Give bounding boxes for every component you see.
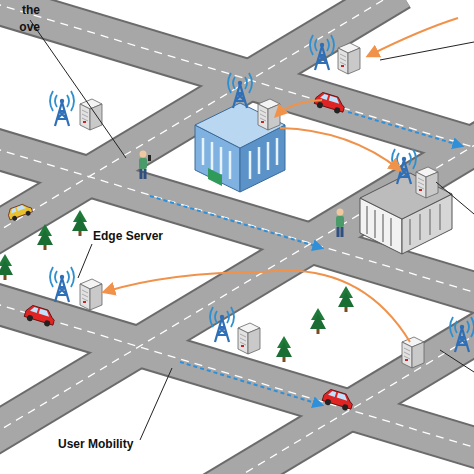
edge-server-box [80, 99, 102, 130]
base-stations [50, 35, 474, 368]
edge-server-box [338, 43, 360, 74]
people [139, 151, 344, 238]
migration-curves [104, 18, 458, 342]
lane-marking [0, 0, 474, 155]
leader-lines [30, 20, 474, 440]
leader-line [436, 182, 474, 214]
lane-marking [150, 320, 474, 474]
migration-curve [262, 270, 410, 342]
edge-server-box [80, 279, 102, 310]
base-station-tower [210, 307, 234, 342]
car [23, 304, 56, 328]
text-label: User Mobility [58, 436, 158, 453]
car [321, 388, 354, 412]
phone-user [139, 151, 147, 180]
road-surface [150, 320, 474, 474]
lane-marking [0, 0, 400, 242]
migration-arrow [104, 272, 262, 292]
mobility-arrow [348, 112, 462, 146]
mobility-arrow [150, 196, 322, 248]
edge-server-box [402, 337, 424, 368]
car [313, 91, 346, 115]
edge-server-box [416, 167, 438, 198]
lane-marking [0, 299, 474, 455]
edge-server-box [238, 323, 260, 354]
pedestrian [336, 209, 344, 238]
migration-arrow [276, 100, 322, 116]
text-label: the ove [8, 2, 40, 36]
migration-arrow [280, 128, 400, 170]
text-label: Edge Server [93, 228, 183, 245]
base-station-tower [228, 73, 252, 108]
tree [0, 254, 13, 280]
bank-building [360, 149, 452, 254]
vehicles [7, 91, 355, 412]
leader-line [30, 20, 126, 158]
leader-line [140, 368, 172, 440]
migration-arrow [368, 18, 458, 56]
base-station-tower [50, 267, 74, 302]
phone [148, 155, 151, 161]
leader-line [440, 350, 474, 372]
tree [37, 224, 53, 250]
base-station-tower [450, 317, 474, 352]
tree [338, 286, 354, 312]
tree [72, 210, 88, 236]
leader-line [380, 42, 474, 60]
base-station-tower [310, 35, 334, 70]
mobility-arrow [180, 362, 322, 405]
trees [0, 210, 354, 362]
tree [310, 308, 326, 334]
tree [276, 336, 292, 362]
mobility-paths [150, 112, 462, 405]
office-building [195, 73, 285, 192]
base-station-tower [50, 91, 74, 126]
car [7, 202, 34, 222]
leader-line [78, 244, 92, 278]
